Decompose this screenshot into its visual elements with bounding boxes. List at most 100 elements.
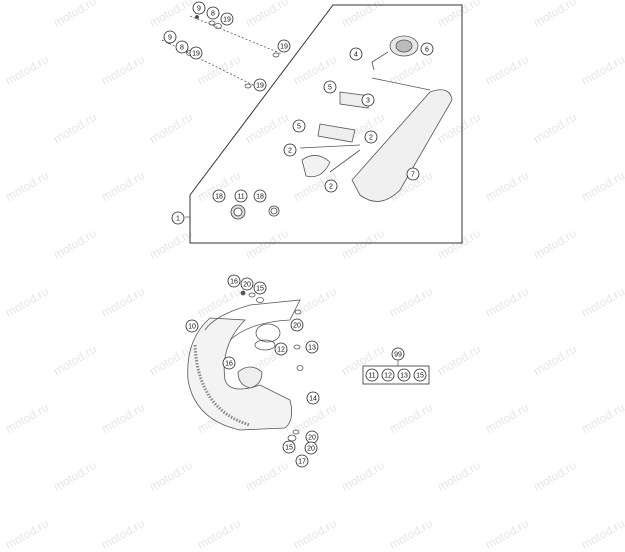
callout-19: 19 [220,12,234,26]
callout-11: 11 [234,189,248,203]
assembly-1-frame [189,4,463,244]
callout-label: 9 [197,6,201,13]
callout-circle [192,1,206,15]
callout-label: 2 [288,148,292,155]
callout-circle [381,368,395,382]
callout-label: 99 [394,352,402,359]
callout-7: 7 [406,167,420,181]
callout-label: 8 [211,11,215,18]
callout-label: 5 [328,85,332,92]
callout-4: 4 [349,47,363,61]
callout-label: 19 [256,83,264,90]
callout-99: 99 [391,347,405,361]
callout-circle [240,277,254,291]
callout-8: 8 [175,40,189,54]
callout-circle [206,6,220,20]
callout-label: 15 [416,373,424,380]
callout-20: 20 [240,277,254,291]
callout-circle [212,189,226,203]
callout-label: 18 [215,194,223,201]
watermark-text: motod.ru [290,516,339,552]
clamp-parts [230,204,280,220]
callout-9: 9 [192,1,206,15]
callout-label: 11 [368,373,375,380]
callout-3: 3 [361,93,375,107]
callout-label: 14 [309,396,317,403]
callout-circle [364,130,378,144]
callout-circle [163,30,177,44]
callout-13: 13 [305,340,319,354]
callout-label: 5 [297,124,301,131]
callout-circle [397,368,411,382]
callout-circle [361,93,375,107]
callout-8: 8 [206,6,220,20]
callout-label: 17 [298,459,306,466]
callout-16: 16 [222,356,236,370]
callout-circle [171,211,185,225]
callout-label: 16 [225,361,233,368]
callout-label: 4 [354,52,358,59]
callout-circle [349,47,363,61]
callout-label: 20 [243,282,251,289]
watermark-text: motod.ru [578,516,625,552]
callout-circle [253,281,267,295]
callout-circle [365,368,379,382]
callout-label: 12 [384,373,392,380]
watermark-text: motod.ru [98,516,147,552]
callout-20: 20 [290,318,304,332]
silencer-drawing [299,35,453,202]
header-pipe-drawing [187,290,304,446]
callout-label: 6 [425,47,429,54]
kit-item-12: 12 [381,368,395,382]
callout-circle [324,179,338,193]
callout-label: 18 [256,194,264,201]
callout-12: 12 [274,342,288,356]
callout-label: 15 [285,445,293,452]
callout-14: 14 [306,391,320,405]
callout-2: 2 [324,179,338,193]
callout-circle [304,441,318,455]
callout-label: 10 [188,324,196,331]
callout-circle [295,454,309,468]
callout-15: 15 [282,440,296,454]
kit-item-13: 13 [397,368,411,382]
callout-circle [253,78,267,92]
kit-item-11: 11 [365,368,379,382]
callout-label: 2 [369,135,373,142]
callout-circle [234,189,248,203]
callout-17: 17 [295,454,309,468]
kit-99-items: 11 12 13 15 [365,368,427,382]
callout-10: 10 [185,319,199,333]
callout-1: 1 [171,211,185,225]
callout-circle [283,143,297,157]
callout-circle [222,356,236,370]
callout-circle [189,46,203,60]
callout-circle [420,42,434,56]
callout-label: 8 [180,45,184,52]
callout-label: 19 [280,44,288,51]
callout-label: 3 [366,98,370,105]
callout-circle [185,319,199,333]
callout-circle [253,189,267,203]
callout-label: 15 [256,286,264,293]
callout-circle [277,39,291,53]
callout-2: 2 [283,143,297,157]
callout-15: 15 [253,281,267,295]
callout-circle [282,440,296,454]
callout-circle [290,318,304,332]
callout-18: 18 [212,189,226,203]
callout-19: 19 [277,39,291,53]
watermark-text: motod.ru [2,516,51,552]
callout-label: 11 [237,194,244,201]
callout-label: 7 [411,172,415,179]
kit-item-15: 15 [413,368,427,382]
callout-circle [274,342,288,356]
callout-circle [305,340,319,354]
callout-label: 13 [400,373,408,380]
callout-label: 12 [277,347,285,354]
watermark-text: motod.ru [482,516,531,552]
callout-2: 2 [364,130,378,144]
callout-18: 18 [253,189,267,203]
